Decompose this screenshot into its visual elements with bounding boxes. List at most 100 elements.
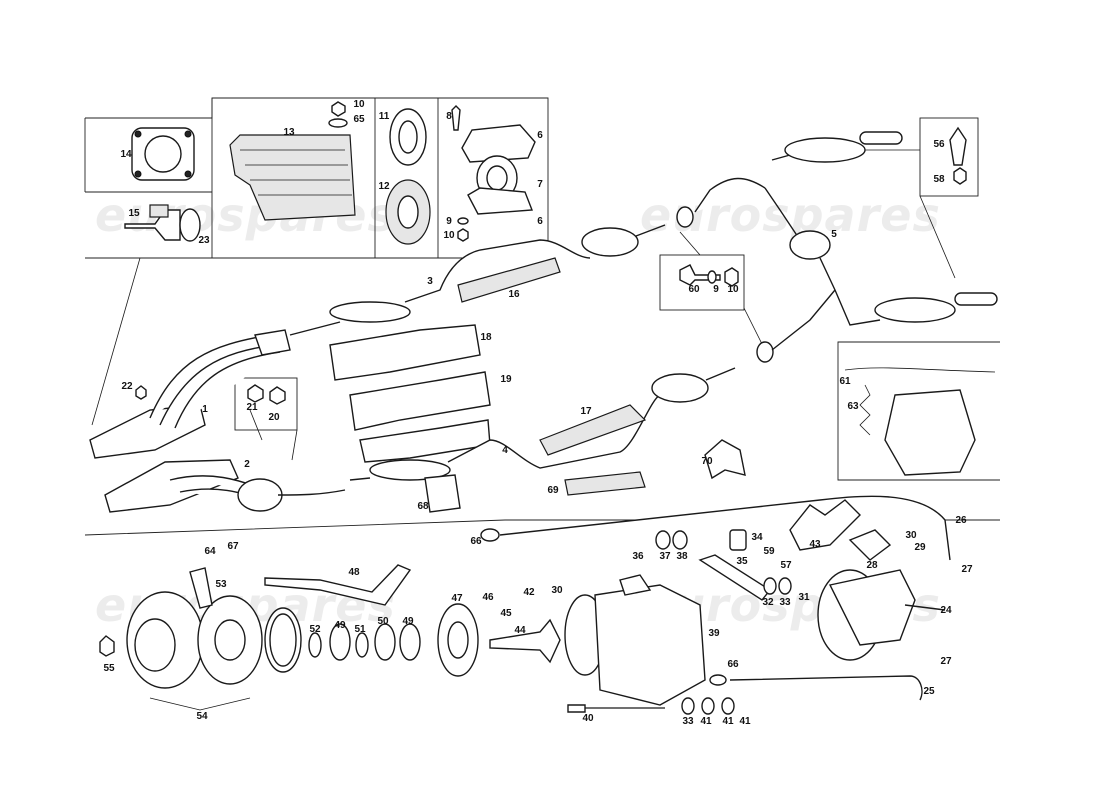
heat-shield-17 xyxy=(539,404,647,456)
callout-33-bottom: 33 xyxy=(682,716,694,727)
callout-21: 21 xyxy=(246,402,258,413)
callout-68: 68 xyxy=(417,501,429,512)
pulley-47 xyxy=(437,603,479,677)
callout-31: 31 xyxy=(798,592,810,603)
callout-54: 54 xyxy=(196,711,208,722)
ring-seal xyxy=(264,607,302,673)
callout-44: 44 xyxy=(514,625,526,636)
callout-41-right: 41 xyxy=(739,716,751,727)
callout-5: 5 xyxy=(831,229,837,240)
inset-bolt-60 xyxy=(659,254,745,311)
callout-23: 23 xyxy=(198,235,210,246)
bracket-53 xyxy=(189,567,213,609)
callout-30-right: 30 xyxy=(905,530,917,541)
callout-22: 22 xyxy=(121,381,133,392)
callout-8: 8 xyxy=(446,111,452,122)
shaft-44 xyxy=(489,618,561,664)
callout-36: 36 xyxy=(632,551,644,562)
callout-57: 57 xyxy=(780,560,792,571)
bracket-70 xyxy=(704,439,746,480)
callout-49-left: 49 xyxy=(334,620,346,631)
rear-silencer-5 xyxy=(764,131,998,351)
heat-shield-69 xyxy=(564,471,646,496)
callout-34: 34 xyxy=(751,532,763,543)
callout-29: 29 xyxy=(914,542,926,553)
pump-39 xyxy=(564,574,706,706)
callout-48: 48 xyxy=(348,567,360,578)
callout-16: 16 xyxy=(508,289,520,300)
callout-26: 26 xyxy=(955,515,967,526)
inset-nuts-21-20 xyxy=(234,377,298,431)
callout-33-mid: 33 xyxy=(779,597,791,608)
callout-64: 64 xyxy=(204,546,216,557)
callout-6-top: 6 xyxy=(537,130,543,141)
callout-32: 32 xyxy=(762,597,774,608)
inset-gearbox xyxy=(837,341,1000,481)
callout-66-top: 66 xyxy=(470,536,482,547)
bracket-43 xyxy=(789,499,861,551)
callout-27-bottom: 27 xyxy=(940,656,952,667)
bearings-49-52 xyxy=(308,623,421,661)
callout-6-bottom: 6 xyxy=(537,216,543,227)
callout-41-left: 41 xyxy=(700,716,712,727)
callout-18: 18 xyxy=(480,332,492,343)
callout-41-mid: 41 xyxy=(722,716,734,727)
heat-shield-13 xyxy=(229,134,356,221)
rubber-rings-11-12 xyxy=(385,108,431,245)
mount-56-58 xyxy=(949,126,967,185)
callout-39: 39 xyxy=(708,628,720,639)
bracket-15 xyxy=(124,204,201,242)
callout-28: 28 xyxy=(866,560,878,571)
callout-52: 52 xyxy=(309,624,321,635)
pulley-assembly-54 xyxy=(126,591,263,689)
callout-10-inset: 10 xyxy=(443,230,455,241)
nut-9-10-small xyxy=(457,217,469,242)
callout-43: 43 xyxy=(809,539,821,550)
rod-25 xyxy=(729,675,923,701)
callout-49-right: 49 xyxy=(402,616,414,627)
callout-55: 55 xyxy=(103,663,115,674)
gearbox-61-63 xyxy=(844,367,996,476)
clamp-66 xyxy=(480,528,727,686)
filter-24 xyxy=(817,569,946,661)
nut-10-washer-65 xyxy=(328,101,348,128)
callout-58: 58 xyxy=(933,174,945,185)
callout-30-center: 30 xyxy=(551,585,563,596)
callout-67: 67 xyxy=(227,541,239,552)
callout-66-bottom: 66 xyxy=(727,659,739,670)
callout-2: 2 xyxy=(244,459,250,470)
callout-56: 56 xyxy=(933,139,945,150)
gasket-28 xyxy=(848,529,892,561)
callout-42: 42 xyxy=(523,587,535,598)
callout-9-inset: 9 xyxy=(446,216,452,227)
washers-small xyxy=(655,529,792,715)
callout-12: 12 xyxy=(378,181,390,192)
callout-47: 47 xyxy=(451,593,463,604)
callout-59: 59 xyxy=(763,546,775,557)
nut-22 xyxy=(135,385,147,400)
callout-14: 14 xyxy=(120,149,132,160)
callout-45: 45 xyxy=(500,608,512,619)
callout-61: 61 xyxy=(839,376,851,387)
nuts-20-21 xyxy=(247,384,286,405)
inset-mount-56 xyxy=(919,117,979,197)
callout-65: 65 xyxy=(353,114,365,125)
callout-37: 37 xyxy=(659,551,671,562)
callout-69: 69 xyxy=(547,485,559,496)
callout-38: 38 xyxy=(676,551,688,562)
exhaust-pipe-4 xyxy=(349,341,774,481)
callout-17: 17 xyxy=(580,406,592,417)
bolt-60-9-10 xyxy=(679,264,739,287)
callout-24: 24 xyxy=(940,605,952,616)
callout-19: 19 xyxy=(500,374,512,385)
bolt-40 xyxy=(567,704,665,713)
callout-7: 7 xyxy=(537,179,543,190)
callout-10-bolt: 10 xyxy=(727,284,739,295)
callout-35: 35 xyxy=(736,556,748,567)
callout-10-top: 10 xyxy=(353,99,365,110)
callout-50: 50 xyxy=(377,616,389,627)
callout-11: 11 xyxy=(378,111,390,122)
manifold-1 xyxy=(89,329,291,459)
